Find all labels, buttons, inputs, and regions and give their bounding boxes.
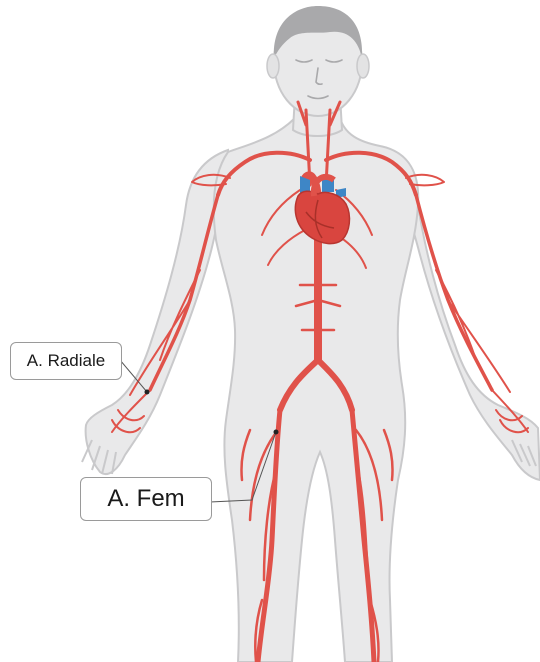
label-radiale: A. Radiale xyxy=(10,342,122,380)
fem-marker xyxy=(274,430,279,435)
left-arm xyxy=(86,150,228,474)
right-ear xyxy=(357,54,369,78)
radiale-marker xyxy=(145,390,150,395)
left-ear xyxy=(267,54,279,78)
brachial-right xyxy=(416,195,492,390)
label-femoral: A. Fem xyxy=(80,477,212,521)
